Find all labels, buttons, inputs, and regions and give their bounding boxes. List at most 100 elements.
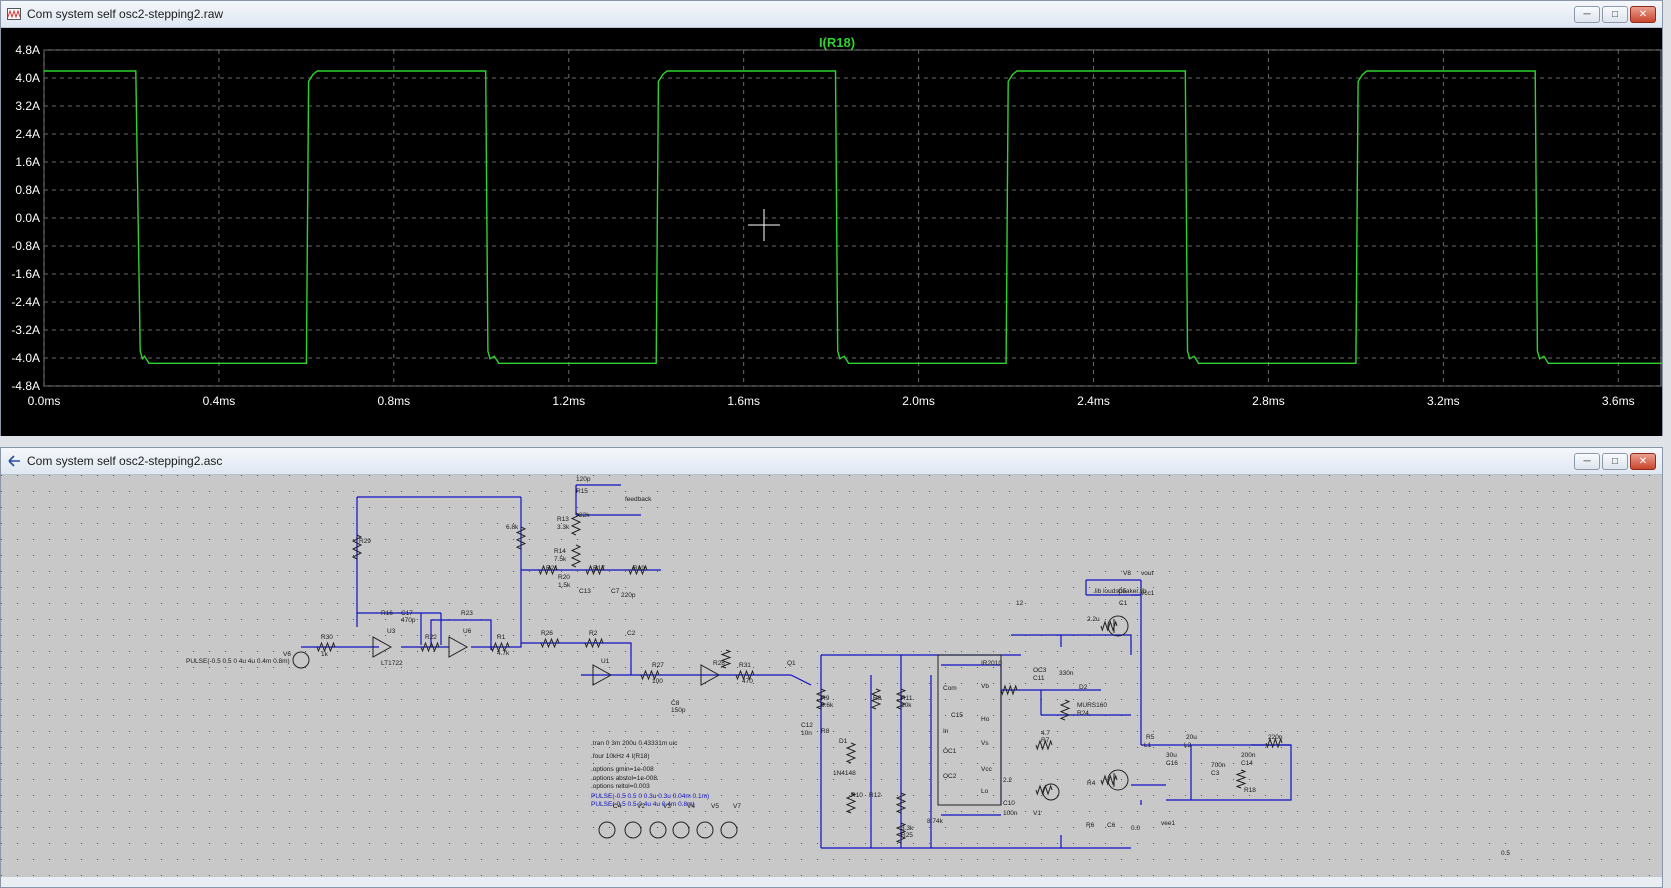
resistor-symbol[interactable] bbox=[870, 688, 882, 710]
resistor-symbol[interactable] bbox=[420, 641, 440, 653]
schematic-label[interactable]: R28 bbox=[713, 660, 725, 667]
schematic-label[interactable]: Vb bbox=[981, 683, 989, 690]
schematic-label[interactable]: V4 bbox=[687, 803, 695, 810]
resistor-symbol[interactable] bbox=[538, 564, 558, 576]
resistor-symbol[interactable] bbox=[584, 637, 604, 649]
resistor-symbol[interactable] bbox=[1265, 737, 1283, 749]
wire[interactable] bbox=[430, 619, 492, 650]
waveform-titlebar[interactable]: Com system self osc2-stepping2.raw ─ □ ✕ bbox=[1, 1, 1662, 28]
schematic-label[interactable]: 2.2u bbox=[1087, 616, 1100, 623]
schematic-label[interactable]: C5 bbox=[1118, 588, 1127, 595]
resistor-symbol[interactable] bbox=[490, 641, 510, 653]
schematic-label[interactable]: MURS160 bbox=[1077, 702, 1107, 709]
wire[interactable] bbox=[790, 674, 812, 686]
schematic-label[interactable]: C10 bbox=[1003, 800, 1015, 807]
schematic-label[interactable]: OC1 bbox=[943, 748, 957, 755]
close-button[interactable]: ✕ bbox=[1630, 452, 1656, 470]
schematic-label[interactable]: R6 bbox=[1086, 822, 1095, 829]
schematic-label[interactable]: R8 bbox=[821, 728, 830, 735]
opamp-symbol[interactable] bbox=[372, 636, 393, 658]
schematic-label[interactable]: C11 bbox=[1033, 675, 1045, 682]
schematic-label[interactable]: IR2010 bbox=[981, 660, 1002, 667]
schematic-label[interactable]: R24 bbox=[1077, 710, 1089, 717]
schematic-label[interactable]: R23 bbox=[461, 610, 473, 617]
schematic-label[interactable]: Lo bbox=[981, 788, 989, 795]
opamp-symbol[interactable] bbox=[592, 664, 613, 686]
resistor-symbol[interactable] bbox=[1000, 684, 1018, 696]
schematic-label[interactable]: R11 bbox=[901, 695, 913, 702]
schematic-label[interactable]: R3 bbox=[873, 695, 882, 702]
schematic-label[interactable]: vee1 bbox=[1161, 820, 1175, 827]
schematic-label[interactable]: 7.5k bbox=[554, 556, 567, 563]
schematic-label[interactable]: R15 bbox=[576, 488, 588, 495]
schematic-label[interactable]: R21 bbox=[546, 565, 558, 572]
schematic-label[interactable]: .lib loudspeaker.lib bbox=[1093, 588, 1147, 595]
schematic-label[interactable]: 10k bbox=[901, 702, 912, 709]
schematic-label[interactable]: R30 bbox=[321, 634, 333, 641]
schematic-titlebar[interactable]: Com system self osc2-stepping2.asc ─ □ ✕ bbox=[1, 448, 1662, 475]
schematic-label[interactable]: R29 bbox=[359, 538, 371, 545]
schematic-label[interactable]: .options abstol=1e-008 bbox=[591, 775, 657, 782]
schematic-label[interactable]: LT1722 bbox=[381, 660, 403, 667]
mosfet-symbol[interactable] bbox=[1107, 769, 1129, 791]
minimize-button[interactable]: ─ bbox=[1574, 452, 1600, 470]
schematic-label[interactable]: C16 bbox=[1166, 760, 1178, 767]
schematic-label[interactable]: C14 bbox=[1241, 760, 1253, 767]
schematic-label[interactable]: R1 bbox=[497, 634, 506, 641]
schematic-label[interactable]: 470 bbox=[742, 678, 753, 685]
schematic-label[interactable]: PULSE(-0.5 0.5 0 4u 4u 0.4m 0.8m) bbox=[591, 801, 695, 808]
schematic-label[interactable]: 330n bbox=[1059, 670, 1074, 677]
schematic-label[interactable]: 12 bbox=[1016, 600, 1024, 607]
schematic-label[interactable]: In bbox=[943, 728, 949, 735]
schematic-label[interactable]: V5 bbox=[711, 803, 719, 810]
schematic-label[interactable]: V6 bbox=[283, 651, 291, 658]
chart-title[interactable]: I(R18) bbox=[819, 35, 855, 50]
schematic-label[interactable]: .four 10kHz 4 I(R18) bbox=[591, 753, 650, 760]
schematic-label[interactable]: .options gmin=1e-008 bbox=[591, 766, 654, 773]
opamp-symbol[interactable] bbox=[448, 636, 469, 658]
schematic-label[interactable]: Com bbox=[943, 685, 957, 692]
schematic-label[interactable]: R5 bbox=[1146, 734, 1155, 741]
schematic-label[interactable]: Q1 bbox=[787, 660, 796, 667]
schematic-label[interactable]: V1 bbox=[1033, 810, 1041, 817]
schematic-label[interactable]: 0.5 bbox=[1501, 850, 1510, 857]
resistor-symbol[interactable] bbox=[895, 792, 907, 814]
mosfet-symbol[interactable] bbox=[1107, 615, 1129, 637]
resistor-symbol[interactable] bbox=[895, 688, 907, 710]
schematic-label[interactable]: 4.7k bbox=[497, 650, 510, 657]
schematic-label[interactable]: 470p bbox=[401, 617, 416, 624]
resistor-symbol[interactable] bbox=[845, 742, 857, 764]
schematic-label[interactable]: 100 bbox=[652, 678, 663, 685]
resistor-symbol[interactable] bbox=[1100, 620, 1118, 632]
wire[interactable] bbox=[511, 627, 522, 648]
schematic-label[interactable]: PULSE(-0.5 0.5 0 4u 4u 0.4m 0.8m) bbox=[186, 658, 290, 665]
schematic-label[interactable]: R17 bbox=[593, 565, 605, 572]
schematic-label[interactable]: C8 bbox=[671, 700, 680, 707]
schematic-label[interactable]: U3 bbox=[387, 628, 396, 635]
schematic-label[interactable]: R27 bbox=[652, 662, 664, 669]
schematic-label[interactable]: 10n bbox=[801, 730, 812, 737]
schematic-label[interactable]: R25 bbox=[901, 832, 913, 839]
resistor-symbol[interactable] bbox=[540, 637, 560, 649]
schematic-label[interactable]: 150p bbox=[671, 707, 686, 714]
schematic-label[interactable]: .tran 0 3m 200u 0.43331m uic bbox=[591, 740, 678, 747]
schematic-label[interactable]: .options reltol=0.003 bbox=[591, 783, 650, 790]
voltage-source-symbol[interactable] bbox=[624, 821, 642, 839]
resistor-symbol[interactable] bbox=[316, 641, 336, 653]
schematic-label[interactable]: R22 bbox=[425, 634, 437, 641]
resistor-symbol[interactable] bbox=[628, 564, 648, 576]
opamp-symbol[interactable] bbox=[700, 664, 721, 686]
schematic-label[interactable]: C1 bbox=[1119, 600, 1128, 607]
voltage-source-symbol[interactable] bbox=[649, 821, 667, 839]
schematic-label[interactable]: OC3 bbox=[1033, 667, 1047, 674]
resistor-symbol[interactable] bbox=[640, 669, 660, 681]
resistor-symbol[interactable] bbox=[735, 669, 755, 681]
schematic-label[interactable]: C4 bbox=[613, 803, 622, 810]
schematic-label[interactable]: Ho bbox=[981, 716, 990, 723]
maximize-button[interactable]: □ bbox=[1602, 452, 1628, 470]
schematic-label[interactable]: 700n bbox=[1211, 762, 1226, 769]
resistor-symbol[interactable] bbox=[815, 688, 827, 710]
waveform-chart[interactable]: 4.8A4.0A3.2A2.4A1.6A0.8A0.0A-0.8A-1.6A-2… bbox=[1, 28, 1662, 436]
